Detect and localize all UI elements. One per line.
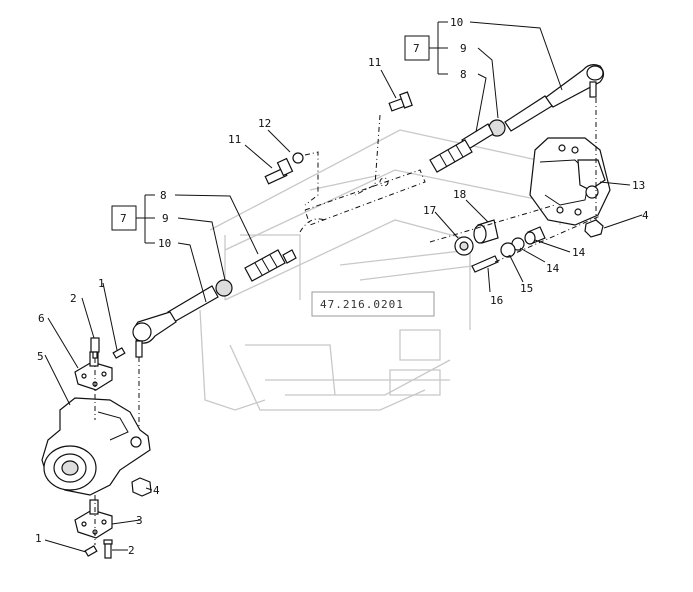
- drawing-code: 47.216.0201: [320, 298, 404, 311]
- flange-lower: [74, 499, 113, 539]
- tie-rod-assembly-left: [132, 249, 297, 358]
- callout-10-top: 10: [450, 16, 463, 29]
- callout-14b: 14: [546, 262, 560, 275]
- callout-15: 15: [520, 282, 533, 295]
- steering-knuckle-left: [41, 397, 151, 496]
- leader-lines: [44, 21, 643, 553]
- callout-16: 16: [490, 294, 503, 307]
- axis-11-upper: [354, 114, 381, 196]
- callout-9-left: 9: [162, 212, 169, 225]
- callout-2-bottom: 2: [128, 544, 135, 557]
- grease-nipple-1-upper: [112, 347, 126, 359]
- callout-11-left: 11: [228, 133, 241, 146]
- tie-rod-tube-upper: [429, 95, 553, 173]
- watermark-logo: [199, 129, 561, 411]
- callout-8-top: 8: [460, 68, 467, 81]
- bolt-2-lower: [103, 539, 113, 559]
- callout-11-top: 11: [368, 56, 381, 69]
- callout-9-top: 9: [460, 42, 467, 55]
- callout-12: 12: [258, 117, 271, 130]
- bolt-2-upper: [90, 337, 100, 359]
- axis-14-18: [429, 204, 556, 243]
- axis-11-left: [304, 151, 319, 206]
- callout-13: 13: [632, 179, 645, 192]
- callout-2-top: 2: [70, 292, 77, 305]
- drawing-code-frame: [311, 291, 435, 317]
- callout-4-left: 4: [153, 484, 160, 497]
- callout-8-left: 8: [160, 189, 167, 202]
- grease-nipple-1-lower: [84, 545, 98, 557]
- bracket-group-7-left: [111, 194, 155, 244]
- callout-7-left: 7: [120, 212, 127, 225]
- callout-1-bottom: 1: [35, 532, 42, 545]
- steering-arm-right: [529, 137, 611, 226]
- center-bracket: [299, 169, 426, 233]
- callout-labels: 10 9 8 7 11 12 11 13 4 18 17 14 14 15 16…: [35, 16, 649, 557]
- callout-14a: 14: [572, 246, 586, 259]
- parts-14-to-18: [454, 219, 546, 273]
- callout-10-left: 10: [158, 237, 171, 250]
- bracket-group-7-top: [404, 21, 448, 75]
- callout-17: 17: [423, 204, 436, 217]
- callout-7-top: 7: [413, 42, 420, 55]
- bolt-11-left: [264, 152, 304, 185]
- nut-4-left: [131, 477, 152, 497]
- callout-3: 3: [136, 514, 143, 527]
- callout-6: 6: [38, 312, 45, 325]
- callout-4-right: 4: [642, 209, 649, 222]
- callout-1-top: 1: [98, 277, 105, 290]
- bolt-11-upper: [388, 91, 413, 112]
- callout-5: 5: [37, 350, 44, 363]
- nut-4-right: [584, 219, 604, 238]
- flange-upper: [74, 351, 113, 391]
- callout-18: 18: [453, 188, 466, 201]
- tie-rod-end-right: [544, 64, 605, 108]
